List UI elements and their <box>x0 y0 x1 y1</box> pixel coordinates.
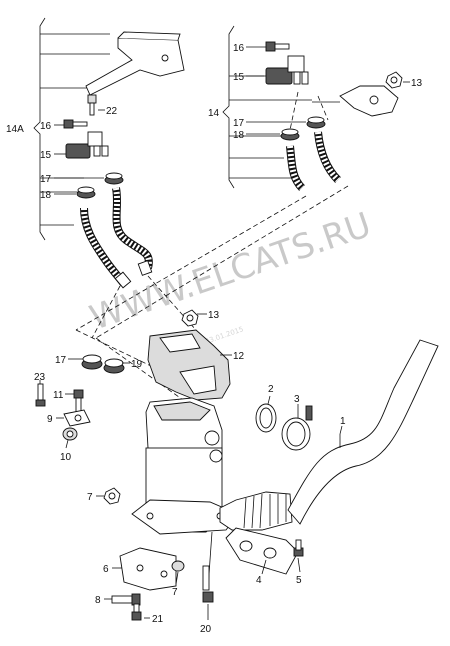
pressure-sensor-15-right <box>265 55 309 85</box>
callout-13-heat-shield: 13 <box>208 310 220 321</box>
callout-23: 23 <box>34 372 46 383</box>
callout-5: 5 <box>296 575 302 586</box>
callout-8: 8 <box>95 595 101 606</box>
bracket-9 <box>63 409 91 427</box>
bolt-5 <box>293 539 304 557</box>
callout-17-left: 17 <box>40 174 52 185</box>
leader-lines <box>39 46 410 620</box>
callout-6: 6 <box>103 564 109 575</box>
callout-17-catalyst: 17 <box>55 355 67 366</box>
callout-3: 3 <box>294 394 300 405</box>
temperature-sensor-20 <box>202 531 214 603</box>
nut-7-support <box>171 560 185 572</box>
flex-pipe <box>219 491 293 531</box>
gasket-ring-2 <box>255 403 277 433</box>
callout-2: 2 <box>268 384 274 395</box>
gasket-4 <box>225 527 299 575</box>
clamp-3 <box>281 405 313 451</box>
callout-11: 11 <box>53 390 64 401</box>
callout-4: 4 <box>256 575 262 586</box>
callout-15-right: 15 <box>233 72 245 83</box>
callout-7-flange: 7 <box>87 492 93 503</box>
exhaust-pipe-1 <box>287 339 439 525</box>
clamp-17-left <box>104 172 124 185</box>
callout-13-right: 13 <box>411 78 423 89</box>
bolt-22 <box>87 94 97 116</box>
clamp-17-catalyst <box>81 354 103 370</box>
bolt-16-right <box>265 41 290 52</box>
callout-14a: 14A <box>6 124 24 135</box>
bolt-11 <box>73 389 84 413</box>
nut-7-flange <box>103 487 121 505</box>
callout-14: 14 <box>208 108 220 119</box>
callout-1: 1 <box>340 416 346 427</box>
callout-19: 19 <box>131 359 143 370</box>
hose-right-pair <box>286 131 341 191</box>
bush-10 <box>62 427 78 441</box>
bolt-16-left <box>63 119 88 129</box>
callout-18-right: 18 <box>233 130 245 141</box>
bracket-14a <box>33 17 110 241</box>
clamp-19-catalyst <box>103 358 125 374</box>
nut-13-heat-shield <box>181 309 199 327</box>
callout-15-left: 15 <box>40 150 52 161</box>
callout-9: 9 <box>47 414 53 425</box>
callout-18-left: 18 <box>40 190 52 201</box>
hose-left-pair <box>80 187 153 289</box>
callout-22: 22 <box>106 106 118 117</box>
heat-shield-12 <box>147 329 231 401</box>
stud-23 <box>35 383 46 407</box>
clamp-18-right <box>280 128 300 141</box>
clamp-18-left <box>76 186 96 199</box>
bolt-8 <box>111 593 141 606</box>
callout-17-right: 17 <box>233 118 245 129</box>
callout-20: 20 <box>200 624 212 635</box>
callout-7-support: 7 <box>172 587 178 598</box>
clamp-17-right <box>306 116 326 129</box>
callout-10: 10 <box>60 452 72 463</box>
callout-16-left: 16 <box>40 121 52 132</box>
support-6 <box>119 547 177 591</box>
nut-13-right <box>385 71 403 89</box>
callout-16-right: 16 <box>233 43 245 54</box>
bolt-21 <box>131 603 142 621</box>
pressure-sensor-15-left <box>65 131 109 159</box>
mounting-bracket-left <box>85 31 185 96</box>
callout-12: 12 <box>233 351 245 362</box>
callout-21: 21 <box>152 614 164 625</box>
sensor-mount-bracket-right <box>312 85 399 117</box>
